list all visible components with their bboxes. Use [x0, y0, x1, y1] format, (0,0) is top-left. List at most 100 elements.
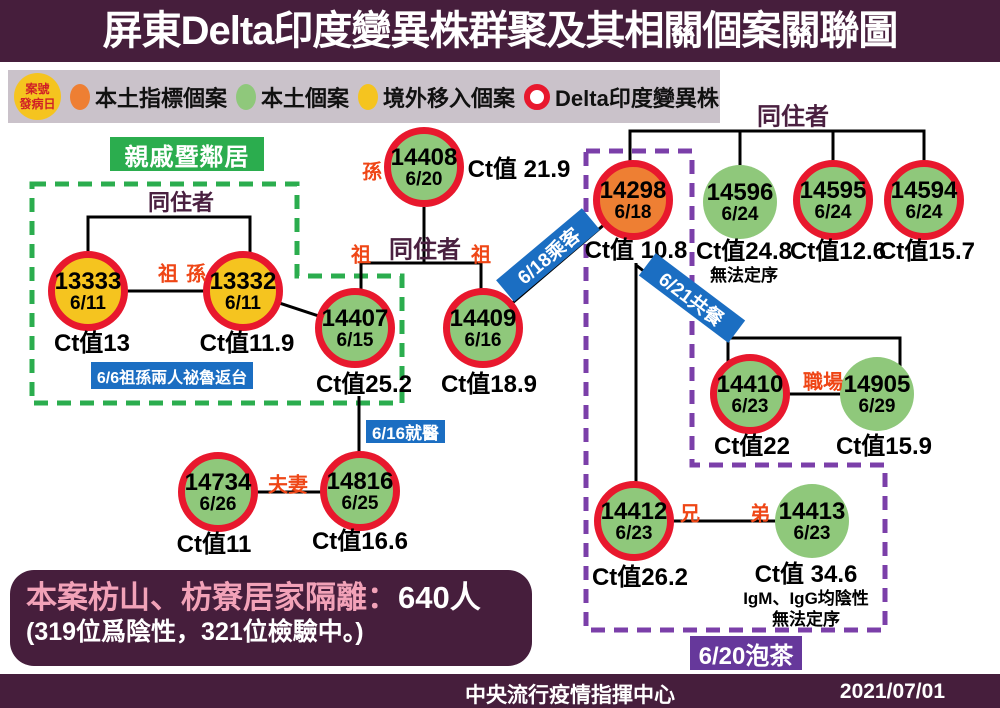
cohabit-label-mid: 同住者	[389, 236, 461, 264]
case-number: 14595	[799, 176, 867, 204]
ct-label-14408: Ct值 21.9	[468, 157, 571, 183]
relation-label-2: 孫	[186, 263, 206, 286]
cohabit-mid-bracket	[359, 261, 483, 290]
legend-item-label: 本土指標個案	[95, 85, 228, 111]
case-number: 14410	[716, 370, 784, 398]
event-tag-hospital-visit: 6/16就醫	[366, 420, 445, 443]
ct-note: IgM、IgG均陰性	[743, 589, 869, 608]
ct-value: Ct值 21.9	[467, 156, 571, 183]
ct-value: Ct值15.7	[878, 238, 976, 265]
footer-date: 2021/07/01	[839, 680, 945, 703]
relation-label-5: 祖	[471, 244, 491, 267]
cohabit-label-right: 同住者	[757, 103, 829, 131]
ct-value: Ct值25.2	[315, 371, 413, 398]
event-tag-peru-return: 6/6祖孫兩人祕魯返台	[91, 362, 253, 389]
ct-label-14298: Ct值 10.8	[585, 238, 688, 264]
local-dot-icon	[236, 83, 257, 110]
legend-item-local-index: 本土指標個案	[70, 81, 227, 113]
ct-label-13333: Ct值13	[54, 331, 130, 357]
local-index-dot-icon	[70, 83, 90, 110]
badge-line2: 發病日	[19, 96, 56, 111]
ct-value: Ct值15.9	[835, 433, 933, 460]
summary-line1-highlight: 本案枋山、枋寮居家隔離：	[26, 580, 398, 615]
relation-label-6: 夫妻	[268, 474, 308, 497]
summary-line2: (319位爲陰性，321位檢驗中。)	[26, 618, 364, 646]
onset-date: 6/23	[615, 522, 653, 544]
imported-dot-icon	[358, 83, 379, 110]
badge-line1: 案號	[25, 81, 50, 96]
ct-label-14409: Ct值18.9	[441, 372, 537, 398]
ct-label-14734: Ct值11	[177, 532, 252, 558]
legend-item-local: 本土個案	[236, 81, 349, 113]
page-title: 屏東Delta印度變異株群聚及其相關個案關聯圖	[0, 0, 1000, 62]
cohabit-right-bracket	[628, 129, 926, 168]
summary-line1: 本案枋山、枋寮居家隔離：640人	[26, 579, 532, 616]
case-number: 14298	[599, 176, 667, 204]
ct-value: Ct值13	[53, 330, 131, 357]
ct-value: Ct值12.6	[789, 238, 887, 265]
case-number: 14412	[600, 497, 668, 525]
relation-label-4: 祖	[351, 244, 371, 267]
relation-label-3: 孫	[362, 161, 382, 184]
case-number: 13333	[54, 267, 122, 295]
case-number: 14905	[843, 370, 911, 398]
cohabit-label-left: 同住者	[147, 190, 215, 215]
ct-value: Ct值24.8	[695, 238, 793, 265]
ct-value: Ct值 34.6	[754, 561, 858, 588]
onset-date: 6/24	[814, 201, 852, 223]
case-number-badge: 案號 發病日	[14, 73, 61, 120]
ct-value: Ct值22	[713, 433, 791, 460]
event-tag-tea-gathering: 6/20泡茶	[690, 636, 802, 670]
legend-item-imported: 境外移入個案	[358, 81, 515, 113]
relation-label-7: 兄	[680, 503, 700, 526]
summary-line1-count: 640人	[398, 580, 481, 615]
case-number: 14407	[321, 304, 389, 332]
ct-note: 無法定序	[709, 266, 778, 285]
ct-label-14816: Ct值16.6	[312, 529, 408, 555]
ct-value: Ct值 10.8	[584, 237, 688, 264]
ct-label-14410: Ct值22	[714, 434, 790, 460]
relatives-group-dashed-box	[29, 181, 405, 406]
ct-label-13332: Ct值11.9	[200, 331, 295, 357]
ct-note: 無法定序	[771, 610, 840, 629]
onset-date: 6/23	[793, 522, 831, 544]
onset-date: 6/25	[341, 492, 379, 514]
ct-label-14595: Ct值12.6	[790, 239, 886, 265]
onset-date: 6/18	[614, 201, 652, 223]
onset-date: 6/24	[905, 201, 943, 223]
footer-bar: 中央流行疫情指揮中心 2021/07/01	[0, 674, 1000, 708]
ct-label-14407: Ct值25.2	[316, 372, 412, 398]
relation-label-9: 職場	[803, 371, 843, 394]
onset-date: 6/26	[199, 493, 237, 515]
relatives-group-title: 親戚暨鄰居	[110, 137, 264, 171]
onset-date: 6/24	[721, 203, 759, 225]
quarantine-summary-box: 本案枋山、枋寮居家隔離：640人 (319位爲陰性，321位檢驗中。)	[10, 570, 532, 666]
ct-value: Ct值26.2	[591, 564, 689, 591]
relation-label-1: 祖	[158, 263, 178, 286]
case-number: 13332	[209, 267, 277, 295]
case-number: 14734	[184, 468, 252, 496]
ct-value: Ct值11.9	[199, 330, 295, 357]
tea-group-dashed-box	[583, 148, 888, 633]
ct-value: Ct值16.6	[311, 528, 409, 555]
onset-date: 6/16	[464, 329, 502, 351]
case-number: 14816	[326, 467, 394, 495]
onset-date: 6/11	[225, 292, 261, 314]
